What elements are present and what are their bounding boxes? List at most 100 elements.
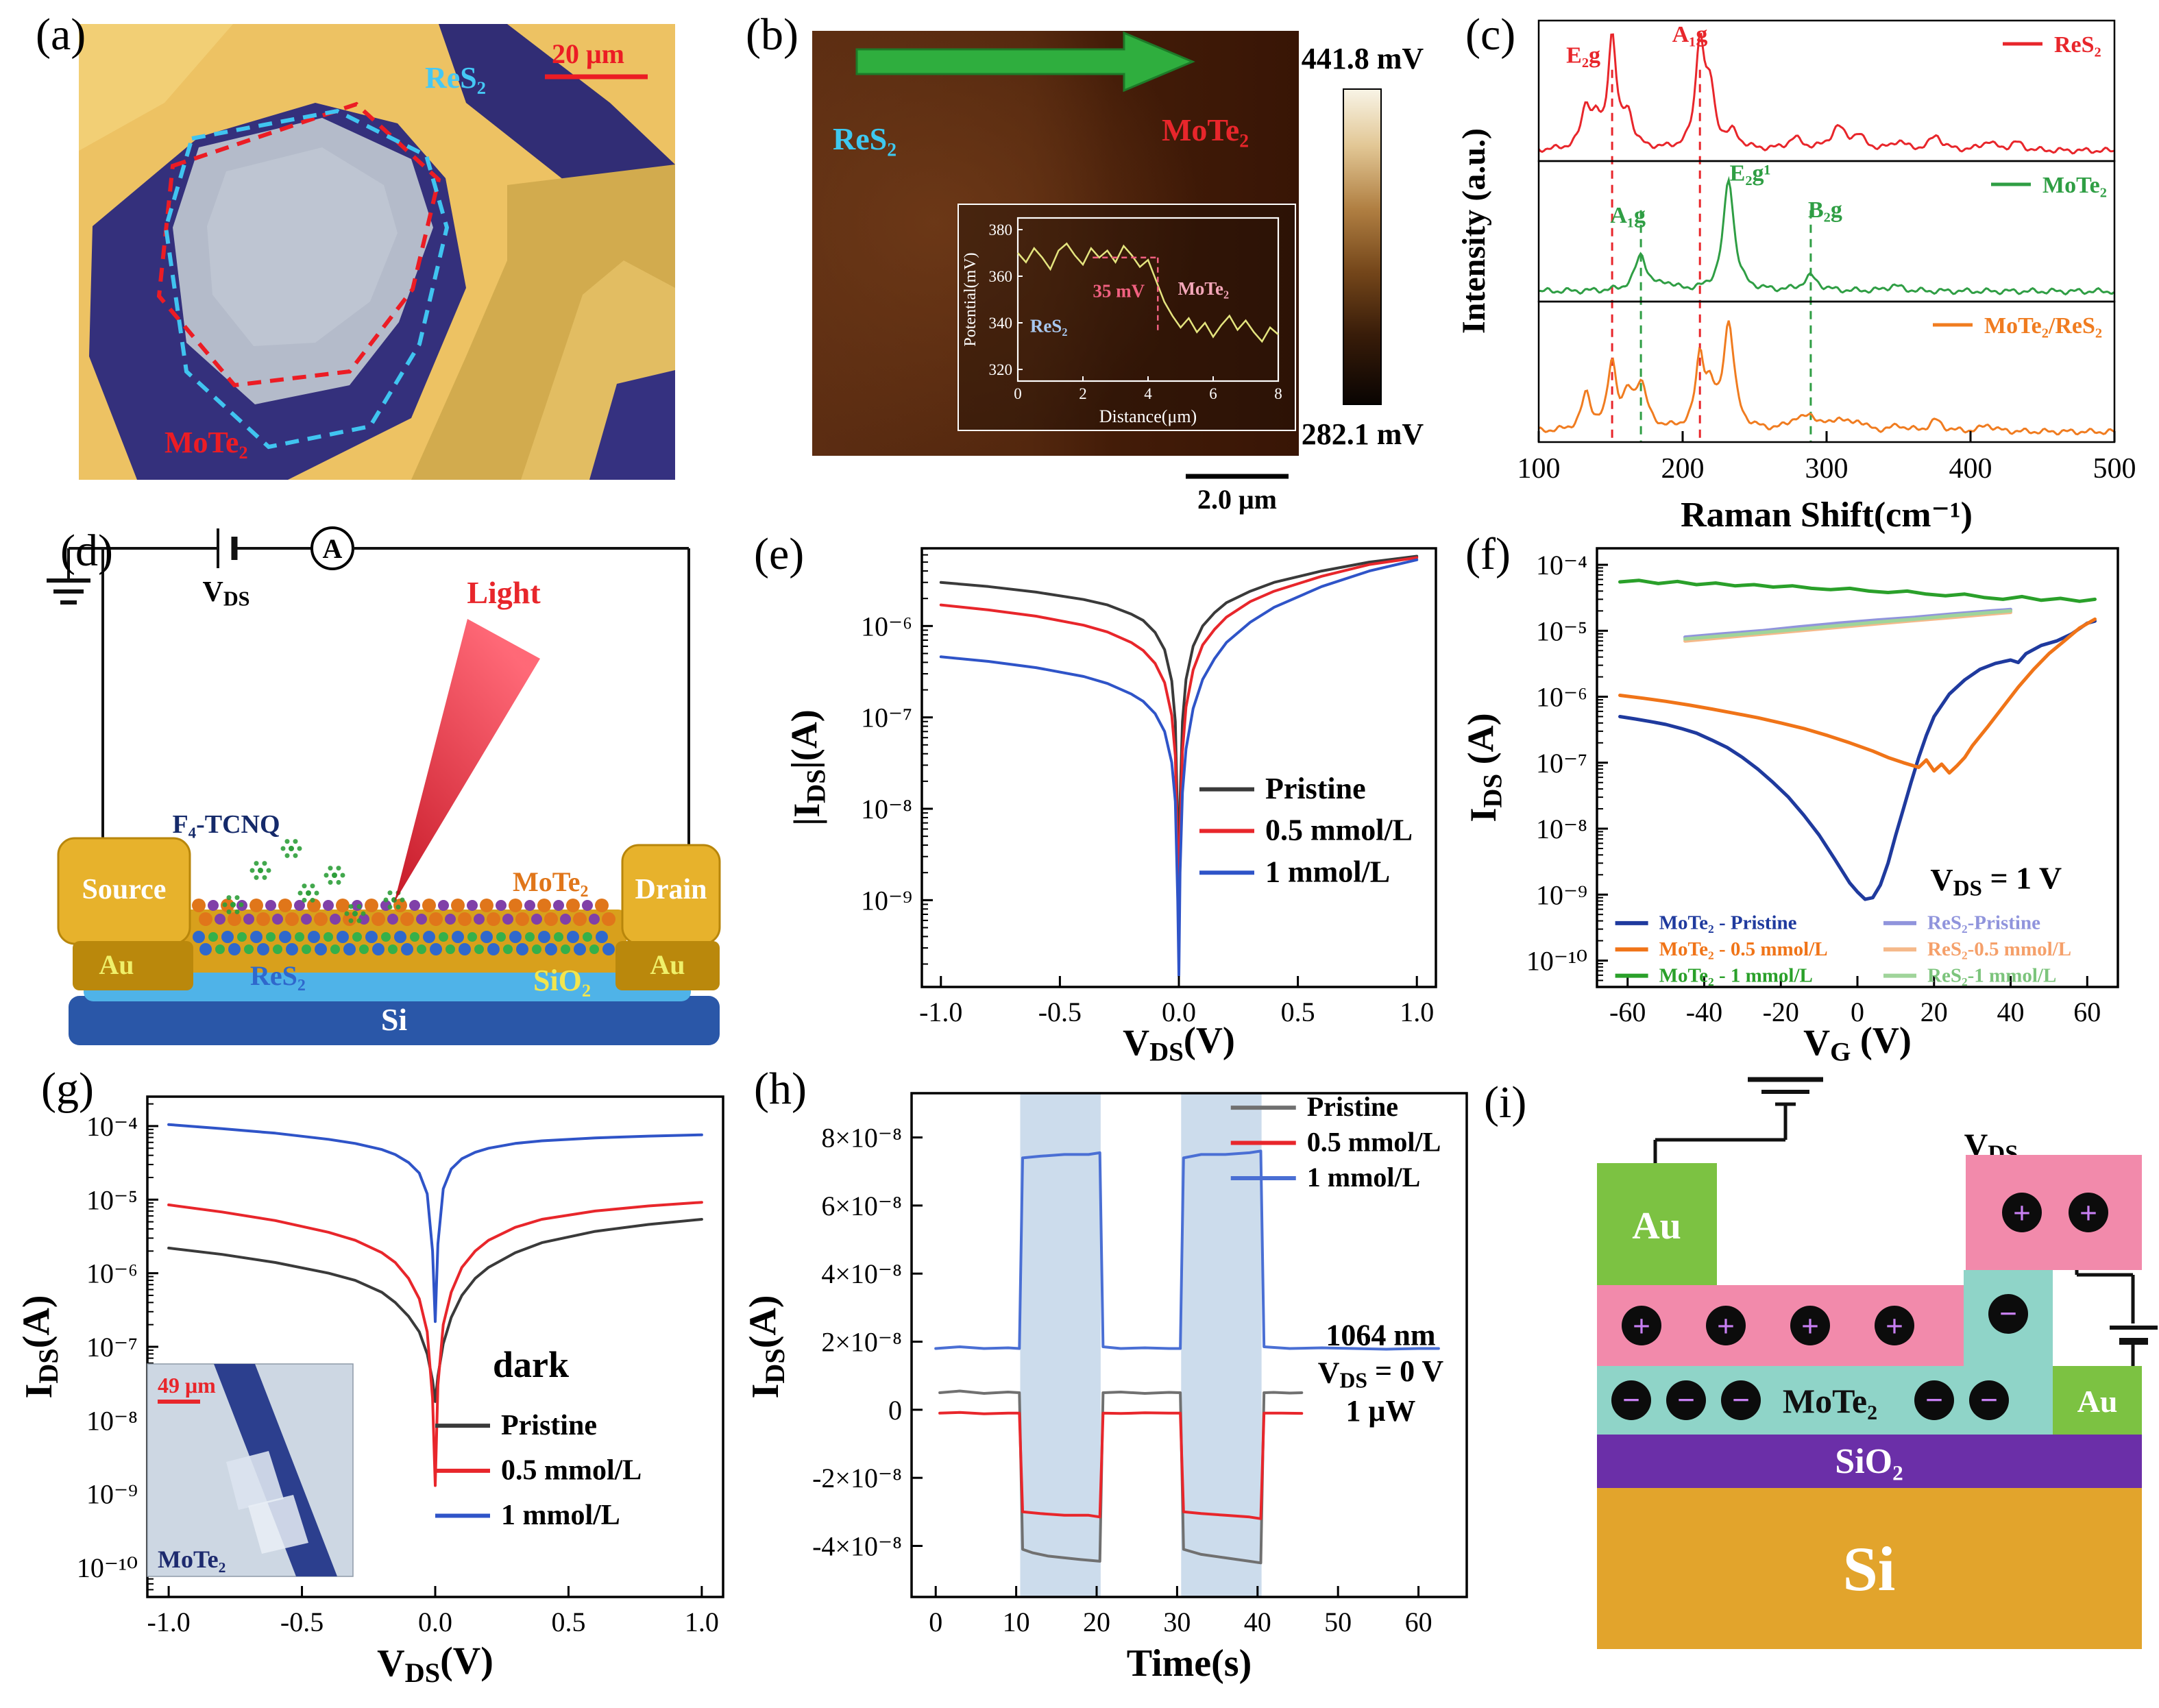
- res2-atom: [286, 943, 298, 955]
- res2-atom: [538, 931, 550, 943]
- legend-label: MoTe₂ - 0.5 mmol/L: [1659, 938, 1828, 960]
- f4tcnq-molecule: [280, 846, 286, 851]
- mote2-atom: [502, 914, 513, 925]
- res2-atom: [525, 932, 535, 942]
- res2-atom: [266, 932, 276, 942]
- y-tick-label: 10⁻⁴: [86, 1111, 138, 1142]
- res2-label: ReS₂: [833, 121, 896, 156]
- f4tcnq-molecule: [239, 902, 244, 907]
- x-axis-label: VDS(V): [1123, 1020, 1235, 1067]
- x-tick-label: 10: [1003, 1607, 1030, 1637]
- peak-label: A₁g: [1610, 203, 1646, 228]
- res2-atom: [583, 932, 592, 942]
- mote2-atom: [515, 912, 529, 926]
- res2-atom: [503, 944, 513, 954]
- f4tcnq-molecule: [302, 897, 307, 903]
- res2-atom: [480, 931, 493, 943]
- series-1-mmol-l: [934, 1149, 1440, 1351]
- x-tick-label: 300: [1805, 453, 1849, 485]
- plus-sign: +: [1886, 1308, 1903, 1343]
- res2-atom: [439, 932, 448, 942]
- y-tick-label: 0: [888, 1395, 902, 1426]
- f4tcnq-molecule: [328, 866, 333, 871]
- res2-atom: [295, 932, 304, 942]
- x-tick-label: -1.0: [147, 1607, 190, 1637]
- mote2-atom: [199, 912, 212, 926]
- mote2-atom: [243, 914, 254, 925]
- res2-atom: [337, 931, 349, 943]
- scalebar-label: 20 μm: [552, 38, 624, 69]
- y-tick-label: 10⁻⁵: [86, 1184, 138, 1215]
- si-label: Si: [1843, 1534, 1896, 1604]
- inset-y-label: Potential(mV): [962, 252, 979, 346]
- mote2-atom: [228, 912, 241, 926]
- res2-atom: [567, 931, 579, 943]
- y-tick-label: 10⁻⁶: [861, 611, 912, 642]
- y-tick-label: 10⁻⁸: [861, 794, 912, 825]
- y-tick-label: 2×10⁻⁸: [821, 1327, 902, 1358]
- f4tcnq-molecule: [361, 911, 366, 916]
- x-tick-label: 0.0: [418, 1607, 452, 1637]
- mote2-atom: [400, 912, 414, 926]
- legend-label: 0.5 mmol/L: [1265, 814, 1413, 847]
- res2-atom: [388, 944, 398, 954]
- res2-atom: [365, 931, 378, 943]
- y-tick-label: 10⁻⁸: [1536, 814, 1587, 844]
- x-tick-label: -0.5: [280, 1607, 324, 1637]
- f4tcnq-molecule: [234, 895, 240, 901]
- y-tick-label: 10⁻¹⁰: [77, 1552, 138, 1583]
- x-tick-label: 100: [1517, 453, 1561, 485]
- y-axis-label: IDS(A): [16, 1295, 64, 1398]
- x-tick-label: 0: [1851, 997, 1864, 1027]
- res2-atom: [532, 944, 541, 954]
- mote2-atom: [336, 899, 350, 912]
- x-tick-label: 60: [2073, 997, 2101, 1027]
- mote2-atom: [192, 899, 206, 912]
- res2-atom: [330, 944, 340, 954]
- f4tcnq-molecule: [222, 902, 228, 907]
- optical-image-figure: ReS₂ MoTe₂ 20 μm (a): [36, 10, 675, 480]
- f4tcnq-molecule: [387, 904, 393, 910]
- y-tick-label: -4×10⁻⁸: [812, 1531, 902, 1562]
- positive-charge: [2002, 1193, 2042, 1232]
- f4tcnq-molecule: [284, 839, 290, 844]
- f4tcnq-molecule: [293, 853, 298, 858]
- res2-atom: [237, 932, 247, 942]
- f4tcnq-molecule: [332, 873, 337, 878]
- subpanel-frame: [1537, 160, 2116, 303]
- panel-label-a: (a): [36, 10, 86, 60]
- mote2-atom: [438, 900, 449, 911]
- y-tick-label: 10⁻⁹: [86, 1479, 138, 1510]
- f4tcnq-molecule: [314, 890, 319, 896]
- x-tick-label: -60: [1609, 997, 1646, 1027]
- inset-x-tick-label: 0: [1014, 385, 1022, 402]
- light-pulse-band: [1020, 1093, 1101, 1597]
- mote2-atom: [573, 912, 587, 926]
- inset-label: MoTe₂: [1178, 278, 1229, 299]
- series-pristine: [167, 1218, 703, 1403]
- panel-label-f: (f): [1465, 529, 1511, 579]
- light-label: Light: [467, 575, 541, 610]
- panel-label-d: (d): [60, 526, 113, 576]
- mote2-atom: [474, 914, 485, 925]
- mote2-atom: [509, 899, 522, 912]
- plus-sign: +: [1717, 1308, 1735, 1343]
- colorbar-min: 282.1 mV: [1302, 417, 1424, 451]
- f4tcnq-molecule: [254, 861, 259, 866]
- plus-sign: +: [1801, 1308, 1819, 1343]
- mote2-atom: [544, 912, 558, 926]
- x-tick-label: 0.5: [551, 1607, 585, 1637]
- y-tick-label: 6×10⁻⁸: [821, 1191, 902, 1221]
- cross-section-schematic: VDS A ++++++−−−−−− Au Au MoTe₂ SiO₂ Si (…: [1484, 1077, 2158, 1649]
- potential-profile: [1017, 242, 1279, 343]
- res2-label: ReS₂: [425, 61, 486, 95]
- inset-y-tick-label: 320: [989, 361, 1013, 378]
- negative-charge: [1988, 1294, 2028, 1334]
- x-tick-label: 20: [1083, 1607, 1110, 1637]
- res2-atom: [589, 944, 599, 954]
- res2-atom: [308, 931, 320, 943]
- f4tcnq-molecule: [289, 846, 294, 851]
- x-tick-label: -20: [1763, 997, 1799, 1027]
